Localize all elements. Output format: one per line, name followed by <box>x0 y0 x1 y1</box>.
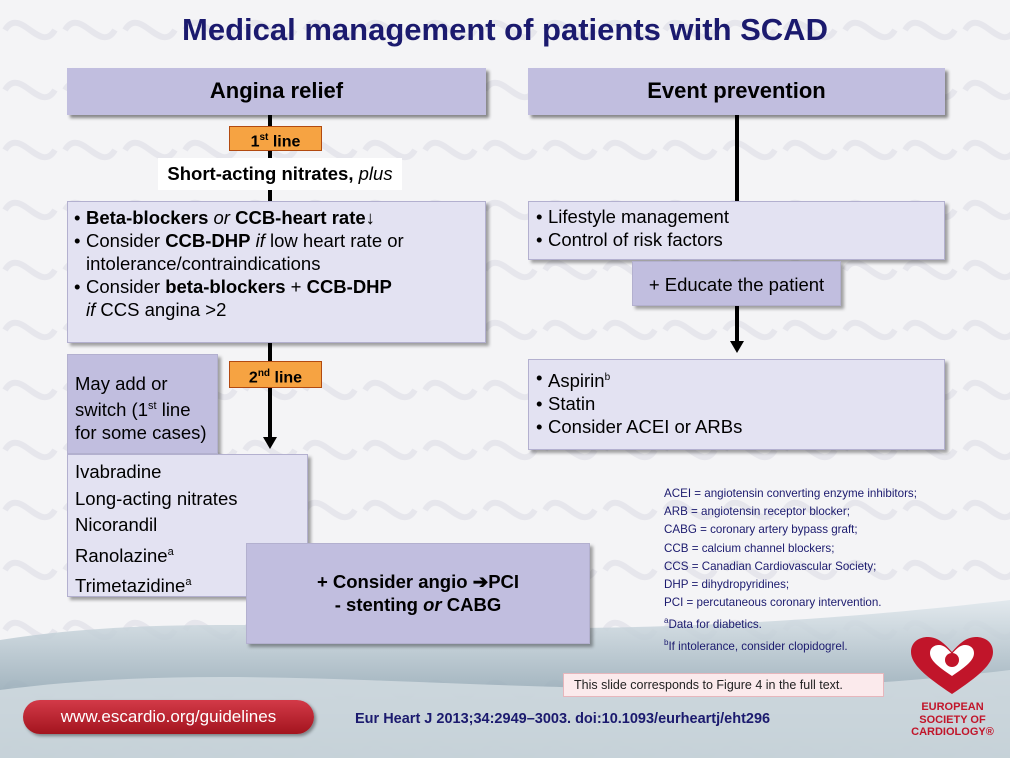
prevention-item: Consider ACEI or ARBs <box>536 415 944 438</box>
second-line-tag: 2nd line <box>229 361 322 388</box>
right-flow-line-bottom <box>735 306 739 343</box>
first-line-sup: st <box>259 132 269 143</box>
beta-blockers-box: Beta-blockers or CCB-heart rate↓ Conside… <box>67 201 486 343</box>
lifestyle-item: Control of risk factors <box>536 228 944 251</box>
lifestyle-box: Lifestyle management Control of risk fac… <box>528 201 945 260</box>
note-line: CCB = calcium channel blockers; <box>664 541 835 555</box>
arrow-right-icon: ➔ <box>472 571 489 592</box>
logo-text: EUROPEAN SOCIETY OF CARDIOLOGY® <box>911 701 994 738</box>
consider-angio-line: + Consider angio ➔PCI <box>316 571 520 592</box>
beta-bullet-2: Consider CCB-DHP if low heart rate orint… <box>74 229 479 275</box>
first-line-label: line <box>272 133 301 151</box>
prevention-drugs-box: Aspirinb Statin Consider ACEI or ARBs <box>528 359 945 450</box>
note-line: PCI = percutaneous coronary intervention… <box>664 596 882 610</box>
esc-logo: EUROPEAN SOCIETY OF CARDIOLOGY® <box>905 636 1000 752</box>
event-prevention-header: Event prevention <box>528 68 945 115</box>
second-line-label: line <box>274 369 303 387</box>
prevention-item: Aspirinb <box>536 366 944 392</box>
drug-item: Ranolazinea <box>75 544 174 566</box>
short-acting-plus: plus <box>358 163 393 184</box>
citation: Eur Heart J 2013;34:2949–3003. doi:10.10… <box>355 711 771 727</box>
may-add-box: May add or switch (1st line for some cas… <box>67 354 218 454</box>
drug-item: Long-acting nitrates <box>75 487 238 509</box>
beta-bullet-1: Beta-blockers or CCB-heart rate↓ <box>74 206 479 229</box>
drug-item: Nicorandil <box>75 514 158 535</box>
second-line-num: 2 <box>248 369 258 387</box>
stenting-line: - stenting or CABG <box>334 594 502 615</box>
guidelines-url-link[interactable]: www.escardio.org/guidelines <box>23 700 314 734</box>
angina-relief-header: Angina relief <box>67 68 486 115</box>
slide-title: Medical management of patients with SCAD <box>182 12 828 47</box>
note-line: DHP = dihydropyridines; <box>664 578 790 592</box>
arrow-down-icon <box>263 437 277 449</box>
note-line: aData for diabetics. <box>664 616 762 632</box>
heart-logo-icon <box>911 637 993 694</box>
abbreviation-notes: ACEI = angiotensin converting enzyme inh… <box>664 485 1004 657</box>
note-line: ACEI = angiotensin converting enzyme inh… <box>664 487 917 500</box>
educate-patient-box: + Educate the patient <box>632 261 841 306</box>
consider-angio-box: + Consider angio ➔PCI - stenting or CABG <box>246 543 590 644</box>
right-flow-line-top <box>735 115 739 201</box>
second-line-sup: nd <box>257 368 271 379</box>
drug-item: Trimetazidinea <box>75 575 192 597</box>
arrow-down-icon <box>730 341 744 353</box>
short-acting-text: Short-acting nitrates, <box>167 163 354 184</box>
prevention-item: Statin <box>536 392 944 415</box>
first-line-num: 1 <box>250 133 260 151</box>
note-line: CCS = Canadian Cardiovascular Society; <box>664 559 877 573</box>
lifestyle-item: Lifestyle management <box>536 205 944 228</box>
note-line: bIf intolerance, consider clopidogrel. <box>664 638 848 654</box>
drug-item: Ivabradine <box>75 461 162 482</box>
first-line-tag: 1st line <box>229 126 322 151</box>
figure-correspondence-note: This slide corresponds to Figure 4 in th… <box>563 673 884 697</box>
left-flow-line-mid <box>268 343 272 439</box>
short-acting-nitrates-label: Short-acting nitrates, plus <box>158 158 402 190</box>
note-line: ARB = angiotensin receptor blocker; <box>664 505 850 519</box>
notes-list: ACEI = angiotensin converting enzyme inh… <box>664 485 1004 657</box>
note-line: CABG = coronary artery bypass graft; <box>664 523 858 537</box>
